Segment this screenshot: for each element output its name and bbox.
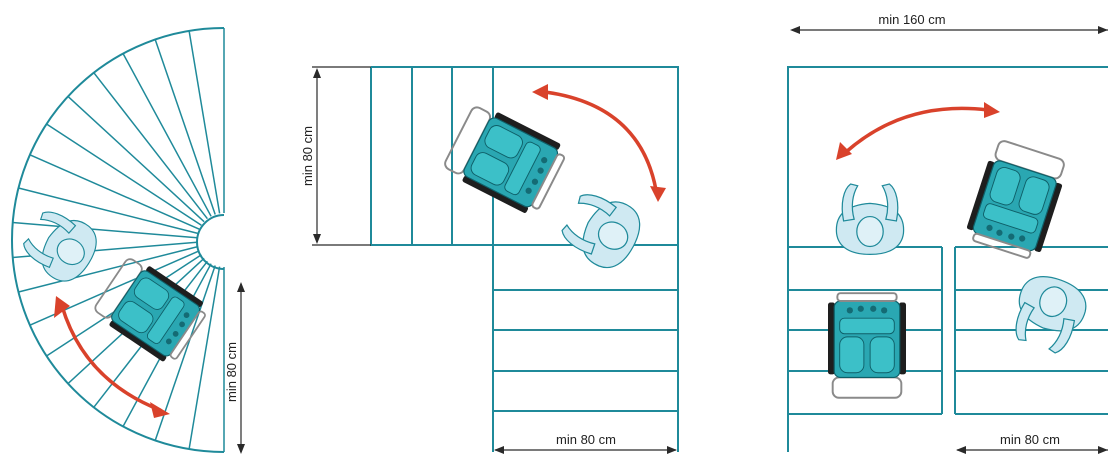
- split-stair-width-label: min 80 cm: [1000, 432, 1060, 447]
- landing-width-label: min 80 cm: [556, 432, 616, 447]
- spiral-tread: [18, 187, 198, 235]
- split-stair-width-dimension: min 80 cm: [956, 432, 1108, 454]
- spiral-tread: [154, 39, 216, 215]
- spiral-tread: [46, 123, 202, 226]
- platform-length-label: min 160 cm: [878, 12, 945, 27]
- turn-arrow-icon: [532, 84, 666, 202]
- landing-turn-arrow: [532, 84, 666, 202]
- person-icon: [16, 201, 107, 291]
- spiral-tread: [18, 245, 198, 293]
- half-turn-arrow: [836, 102, 1000, 160]
- spiral-tread: [12, 221, 198, 239]
- stairlift-icon: [962, 137, 1071, 263]
- half-turn-landing-stair: [787, 66, 1108, 452]
- spiral-tread: [67, 95, 205, 223]
- spiral-tread: [188, 30, 221, 214]
- spiral-tread: [93, 72, 208, 220]
- turn-arrow-icon: [54, 296, 170, 418]
- person-icon: [554, 183, 650, 277]
- spiral-turn-arrow: [54, 296, 170, 418]
- spiral-tread: [29, 154, 200, 230]
- quarter-landing-stair: [370, 66, 679, 452]
- landing-depth-label: min 80 cm: [300, 126, 315, 186]
- landing-depth-dimension: min 80 cm: [300, 66, 371, 246]
- spiral-tread: [188, 266, 221, 450]
- spiral-tread: [122, 53, 212, 217]
- turn-arrow-icon: [836, 102, 1000, 160]
- person-icon: [835, 183, 905, 256]
- person-icon: [1004, 268, 1094, 359]
- stairlift-icon: [89, 252, 212, 368]
- landing-width-dimension: min 80 cm: [494, 432, 677, 454]
- landing-stairlift: [439, 100, 650, 277]
- stairlift-icon: [827, 292, 907, 399]
- spiral-width-label: min 80 cm: [224, 342, 239, 402]
- stairlift-icon: [439, 100, 571, 219]
- spiral-width-dimension: min 80 cm: [224, 282, 245, 454]
- platform-length-dimension: min 160 cm: [790, 12, 1108, 34]
